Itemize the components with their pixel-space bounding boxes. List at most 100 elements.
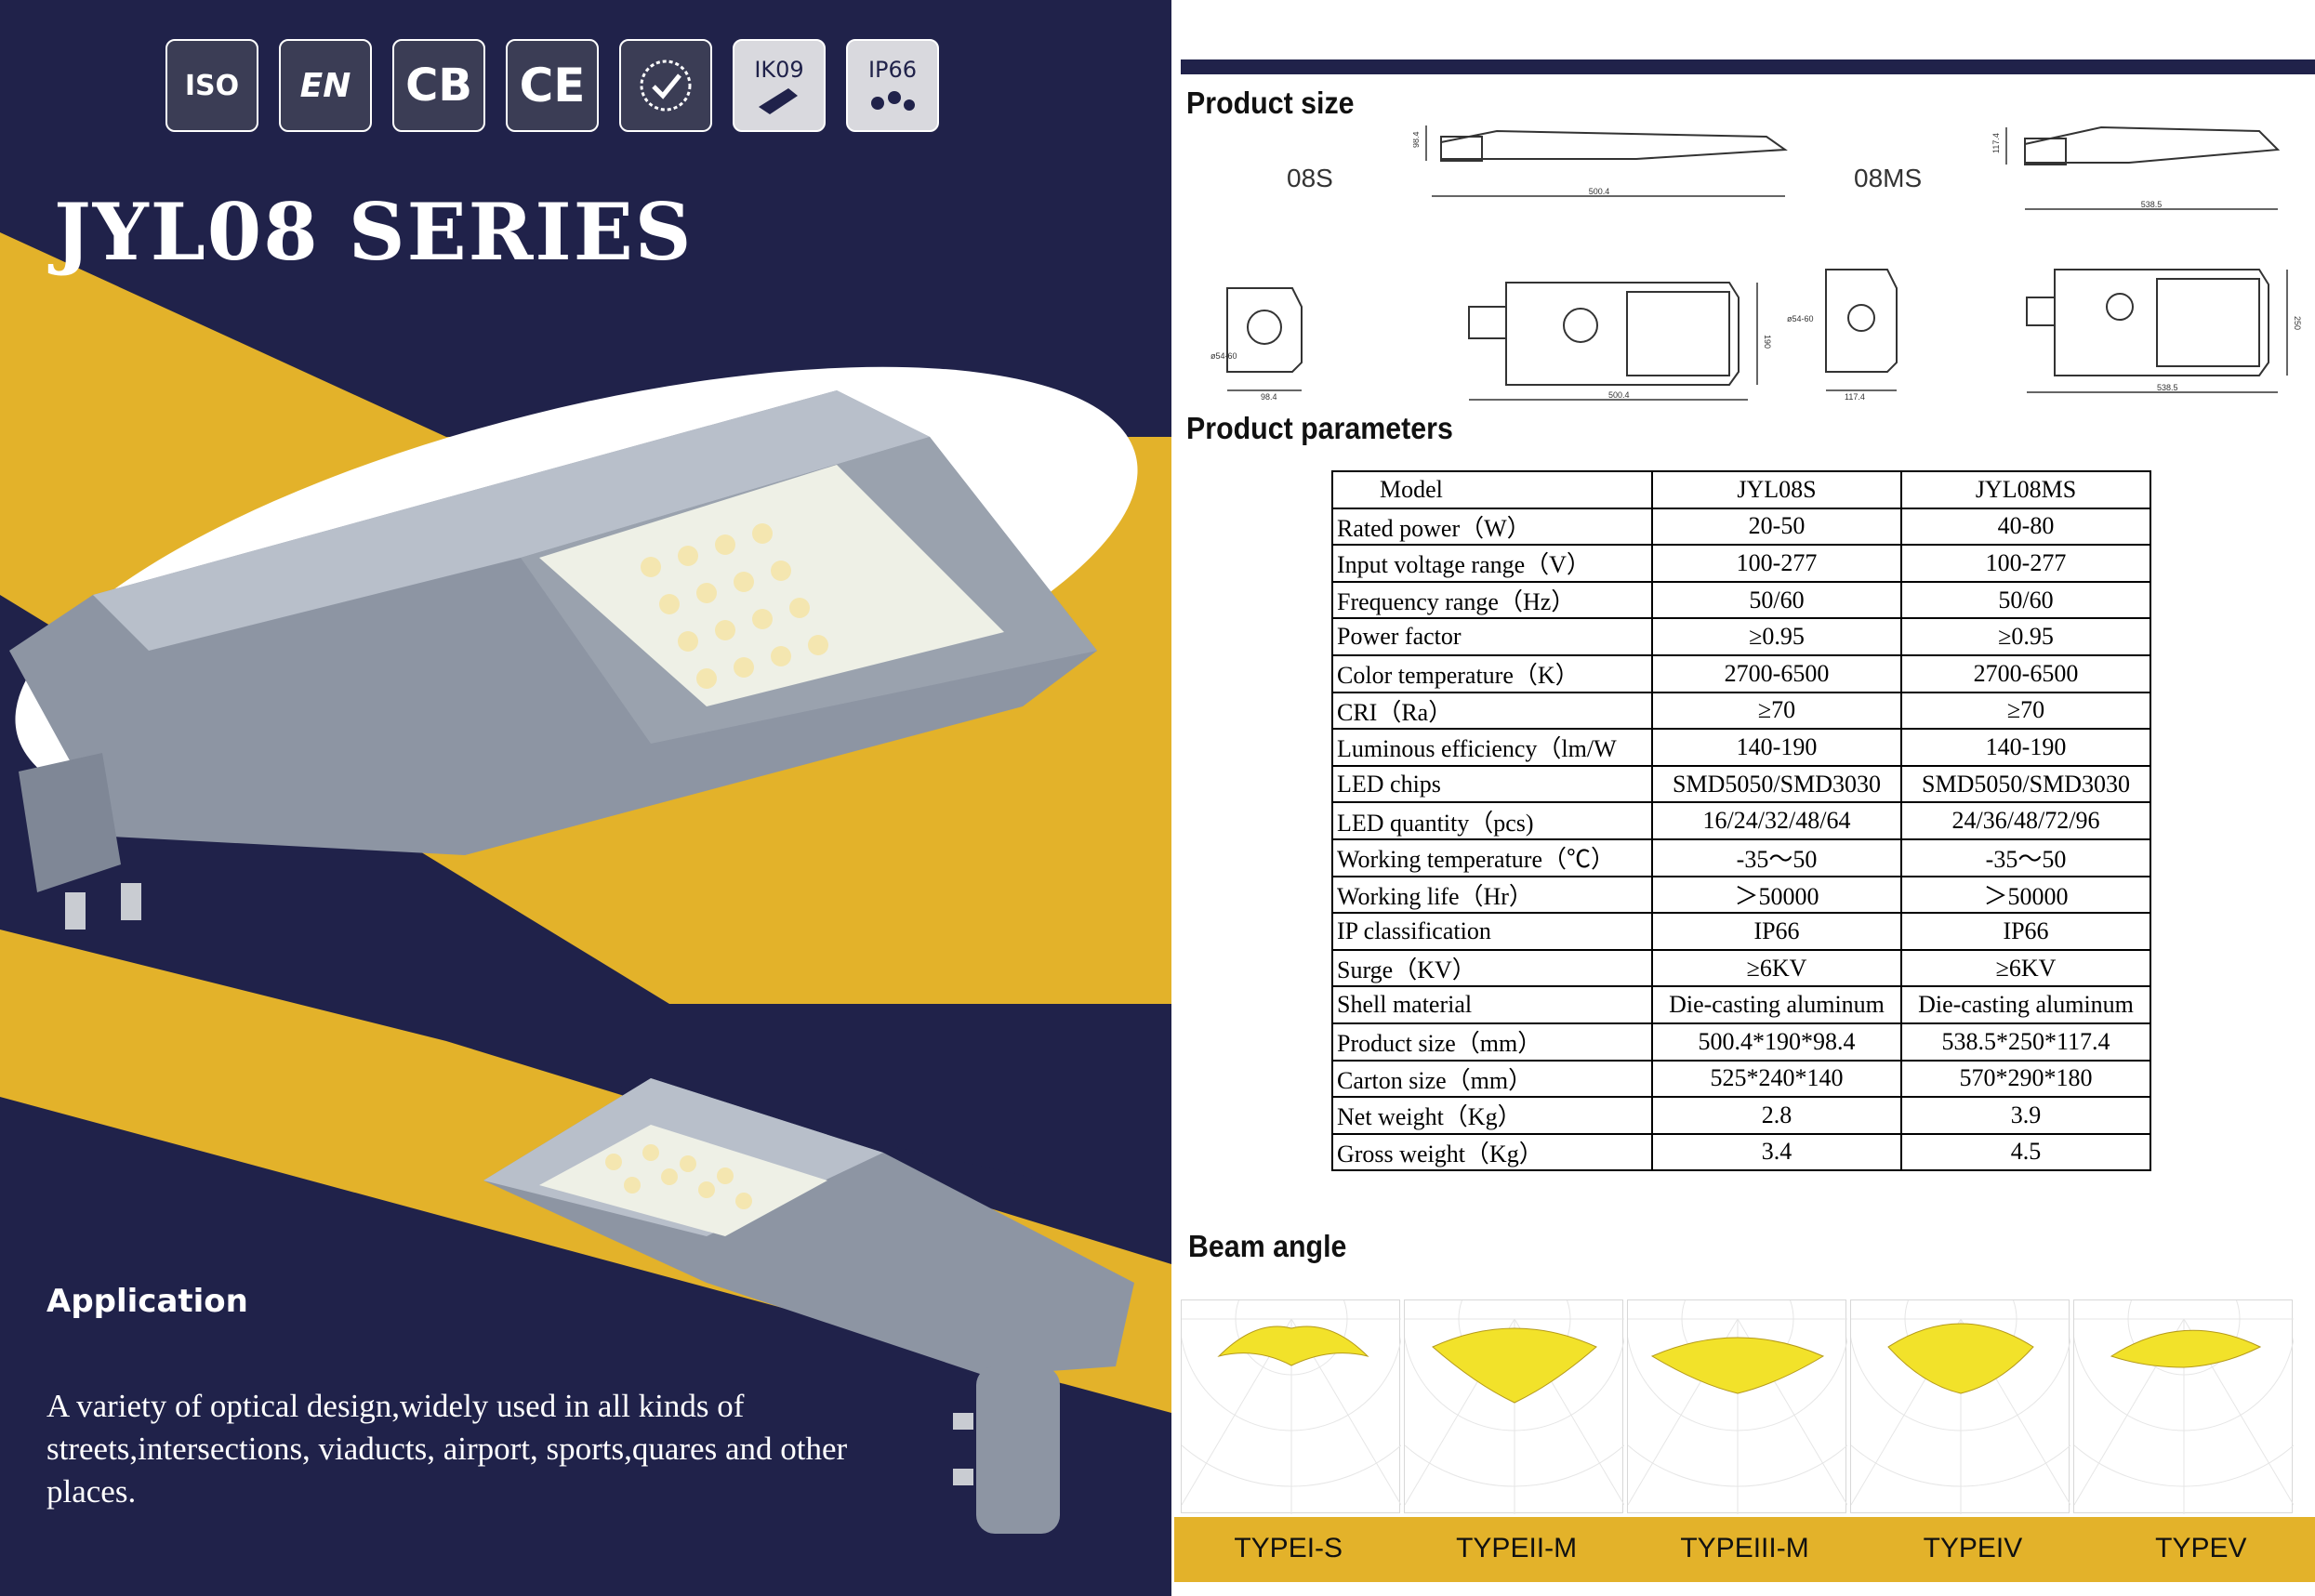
jyl08s-value-cell: ≥70 xyxy=(1651,691,1902,731)
08ms-end-drawing: 117.4 ø54-60 xyxy=(1787,269,1898,402)
parameters-table: Model JYL08S JYL08MS Rated power（W）20-50… xyxy=(1331,470,2151,1172)
jyl08s-value-cell: Die-casting aluminum xyxy=(1651,985,1902,1024)
product-size-title: Product size xyxy=(1186,86,1355,120)
street-lamp-large xyxy=(9,390,1097,930)
jyl08ms-value-cell: 40-80 xyxy=(1900,507,2151,547)
jyl08s-value-cell: ≥0.95 xyxy=(1651,617,1902,656)
ce-icon: CE xyxy=(506,39,599,132)
beam-diagram-4 xyxy=(1792,1151,2129,1514)
jyl08s-value-cell: 2.8 xyxy=(1651,1096,1902,1135)
param-name-cell: Working life（Hr） xyxy=(1331,875,1653,915)
beam-type-strip: TYPEI-S TYPEII-M TYPEIII-M TYPEIV TYPEV xyxy=(1174,1517,2315,1582)
background-graphic xyxy=(0,232,1171,1534)
left-panel: ISO EN CB CE IK09 IP66 JYL08 SERIES Appl… xyxy=(0,0,1171,1596)
svg-text:190: 190 xyxy=(1763,335,1772,349)
svg-text:538.5: 538.5 xyxy=(2141,200,2163,209)
application-description: A variety of optical design,widely used … xyxy=(46,1388,848,1510)
table-row: Working life（Hr）＞50000＞50000 xyxy=(1331,875,2151,915)
param-name-cell: CRI（Ra） xyxy=(1331,691,1653,731)
jyl08s-value-cell: SMD5050/SMD3030 xyxy=(1651,764,1902,804)
08ms-top-drawing: 538.5 250 xyxy=(2026,269,2302,393)
jyl08ms-value-cell: IP66 xyxy=(1900,912,2151,951)
svg-text:ø54-60: ø54-60 xyxy=(1787,314,1814,323)
param-name-cell: Rated power（W） xyxy=(1331,507,1653,547)
jyl08s-value-cell: 50/60 xyxy=(1651,580,1902,620)
jyl08s-value-cell: 16/24/32/48/64 xyxy=(1651,801,1902,840)
beam-label-type-i-s: TYPEI-S xyxy=(1234,1533,1343,1563)
param-name-cell: LED quantity（pcs) xyxy=(1331,801,1653,840)
table-row: CRI（Ra）≥70≥70 xyxy=(1331,691,2151,731)
param-name-cell: IP classification xyxy=(1331,912,1653,951)
jyl08s-value-cell: ＞50000 xyxy=(1651,875,1902,915)
beam-label-type-iii-m: TYPEIII-M xyxy=(1680,1533,1809,1563)
product-parameters-title: Product parameters xyxy=(1186,411,1453,445)
jyl08ms-value-cell: ≥70 xyxy=(1900,691,2151,731)
08s-top-drawing: 500.4 190 xyxy=(1468,282,1772,401)
param-name-cell: Input voltage range（V） xyxy=(1331,544,1653,583)
param-name-cell: Frequency range（Hz） xyxy=(1331,580,1653,620)
right-panel: Product size 08S 08MS 500.4 98.4 538.5 1… xyxy=(1123,0,2315,1596)
header-model: Model xyxy=(1331,470,1653,509)
series-title: JYL08 SERIES xyxy=(54,186,694,278)
jyl08s-value-cell: IP66 xyxy=(1651,912,1902,951)
param-name-cell: Product size（mm） xyxy=(1331,1022,1653,1062)
size-label-08ms: 08MS xyxy=(1854,164,1923,192)
size-label-08s: 08S xyxy=(1287,164,1333,192)
jyl08ms-value-cell: Die-casting aluminum xyxy=(1900,985,2151,1024)
beam-label-type-iv: TYPEIV xyxy=(1923,1533,2023,1563)
param-name-cell: LED chips xyxy=(1331,764,1653,804)
jyl08ms-value-cell: -35～50 xyxy=(1900,838,2151,877)
iso-icon: ISO xyxy=(165,39,258,132)
beam-diagram-2 xyxy=(1346,1151,1683,1514)
beam-diagrams xyxy=(1123,1151,2315,1523)
header-bar xyxy=(1181,59,2315,74)
beam-label-type-ii-m: TYPEII-M xyxy=(1456,1533,1578,1563)
certification-logos: ISO EN CB CE IK09 IP66 xyxy=(165,39,939,132)
ik09-icon: IK09 xyxy=(733,39,826,132)
en-icon: EN xyxy=(279,39,372,132)
jyl08s-value-cell: -35～50 xyxy=(1651,838,1902,877)
header-jyl08s: JYL08S xyxy=(1651,470,1902,509)
application-heading: Application xyxy=(46,1283,248,1320)
param-name-cell: Surge（KV） xyxy=(1331,948,1653,988)
jyl08ms-value-cell: 3.9 xyxy=(1900,1096,2151,1135)
jyl08s-value-cell: 2700-6500 xyxy=(1651,653,1902,693)
jyl08s-value-cell: 3.4 xyxy=(1651,1132,1902,1172)
jyl08s-value-cell: ≥6KV xyxy=(1651,948,1902,988)
table-header-row: Model JYL08S JYL08MS xyxy=(1331,470,2151,509)
jyl08ms-value-cell: 50/60 xyxy=(1900,580,2151,620)
param-name-cell: Color temperature（K） xyxy=(1331,653,1653,693)
svg-text:ø54-60: ø54-60 xyxy=(1210,351,1237,361)
svg-text:538.5: 538.5 xyxy=(2157,383,2178,392)
jyl08ms-value-cell: 140-190 xyxy=(1900,728,2151,767)
08s-side-drawing: 500.4 98.4 xyxy=(1413,125,1788,197)
param-name-cell: Gross weight（Kg） xyxy=(1331,1132,1653,1172)
svg-text:250: 250 xyxy=(2293,316,2302,330)
jyl08ms-value-cell: 24/36/48/72/96 xyxy=(1900,801,2151,840)
cb-icon: CB xyxy=(392,39,485,132)
table-row: Surge（KV）≥6KV≥6KV xyxy=(1331,948,2151,988)
svg-text:117.4: 117.4 xyxy=(1991,133,2001,153)
jyl08s-value-cell: 140-190 xyxy=(1651,728,1902,767)
table-row: Power factor≥0.95≥0.95 xyxy=(1331,617,2151,656)
param-name-cell: Shell material xyxy=(1331,985,1653,1024)
table-row: Working temperature（℃）-35～50-35～50 xyxy=(1331,838,2151,877)
svg-text:500.4: 500.4 xyxy=(1608,390,1630,400)
param-name-cell: Net weight（Kg） xyxy=(1331,1096,1653,1135)
ip66-icon: IP66 xyxy=(846,39,939,132)
jyl08ms-value-cell: ＞50000 xyxy=(1900,875,2151,915)
jyl08ms-value-cell: ≥0.95 xyxy=(1900,617,2151,656)
param-name-cell: Power factor xyxy=(1331,617,1653,656)
jyl08ms-value-cell: 570*290*180 xyxy=(1900,1059,2151,1099)
